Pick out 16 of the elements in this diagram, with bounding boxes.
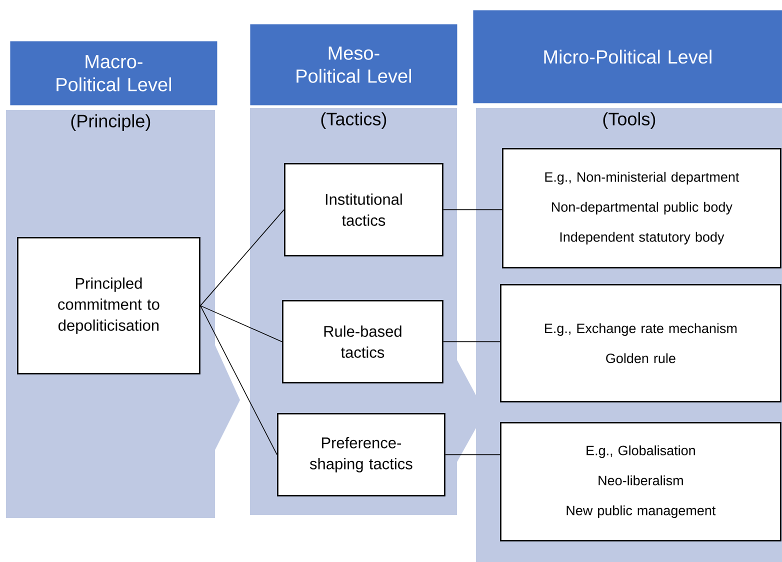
connector-line xyxy=(200,209,284,306)
connector-line xyxy=(443,209,502,210)
connector-line xyxy=(200,305,282,342)
tactic-box: Principled commitment to depoliticisation xyxy=(17,237,200,374)
tactic-box: Rule-based tactics xyxy=(282,300,444,384)
tool-box: E.g., Exchange rate mechanism Golden rule xyxy=(500,284,782,402)
level-header: Micro-Political Level xyxy=(473,10,782,104)
tactic-box: Institutional tactics xyxy=(284,163,444,256)
connector-line xyxy=(200,305,278,456)
level-header: Meso-Political Level xyxy=(250,24,458,106)
tool-box: E.g., Globalisation Neo-liberalism New public management xyxy=(500,422,782,542)
connector-line xyxy=(445,454,500,456)
tactic-box: Preference-shaping tactics xyxy=(277,413,446,496)
level-header: Macro-Political Level xyxy=(10,41,218,106)
tool-box: E.g., Non-ministerial department Non-departmental public body Independent statutory body xyxy=(502,148,782,268)
connector-line xyxy=(443,341,500,342)
